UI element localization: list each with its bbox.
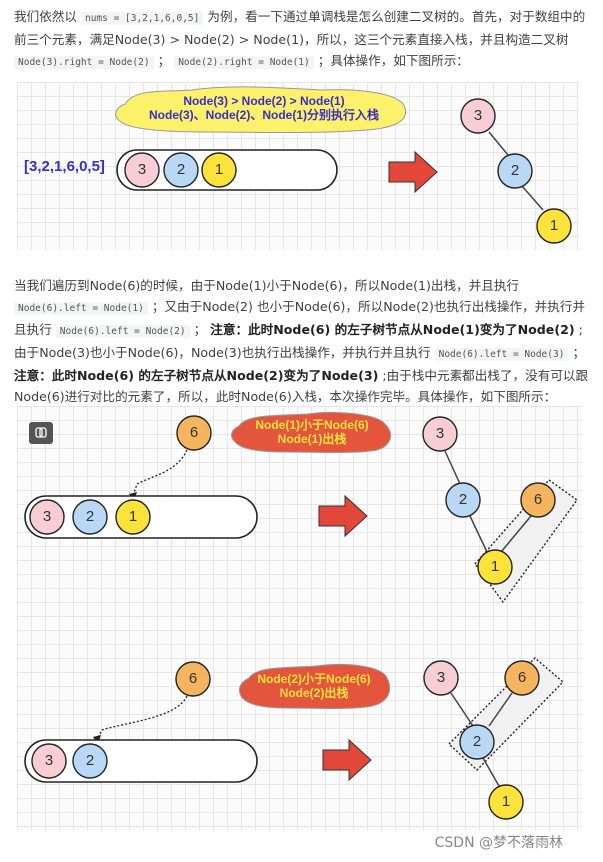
stack-label-1: 1 [214, 161, 224, 178]
bubble-1-shape [115, 86, 407, 133]
tree-label-1: 1 [549, 217, 559, 234]
tree3-label-2: 2 [472, 733, 482, 750]
stack2-node-2 [72, 499, 108, 535]
tree-node-2 [497, 153, 533, 189]
figure-1-drawing [115, 86, 572, 244]
red-arrow-1 [388, 150, 438, 194]
tree3-node-3 [423, 660, 459, 696]
tree2-label-2: 2 [458, 491, 468, 508]
para2-code-1: Node(6).left = Node(1) [14, 302, 148, 315]
para2-text-5: ； [572, 345, 586, 360]
bubble-2-shape [231, 412, 392, 453]
tree3-node-6 [504, 660, 540, 696]
tree3-node-1 [488, 784, 524, 820]
bubble-1-text: Node(3) > Node(2) > Node(1) Node(3)、Node… [119, 94, 409, 122]
tree2-label-1: 1 [490, 558, 500, 575]
para2-note-2: 注意：此时Node(6) 的左子树节点从Node(2)变为了Node(3) [14, 368, 379, 383]
dotted-arrow-3 [96, 695, 188, 740]
para2-code-3: Node(6).left = Node(3) [434, 348, 569, 361]
bubble-2-text: Node(1)小于Node(6) Node(1)出栈 [237, 418, 387, 446]
watermark: CSDN @梦不落雨林 [434, 835, 563, 851]
tree3-node-2 [459, 724, 495, 760]
para2-text-1: 当我们遍历到Node(6)的时候，由于Node(1)小于Node(6)，所以No… [14, 278, 520, 293]
tree-label-3: 3 [473, 107, 483, 124]
intro-text-3: ； [157, 53, 171, 68]
red-arrow-3 [322, 738, 372, 782]
intro-code-2: Node(2).right = Node(1) [174, 56, 314, 69]
figure-2-3: Node(1)小于Node(6) Node(1)出栈 6 3 2 1 3 2 6… [17, 406, 582, 830]
intro-paragraph: 我们依然以 nums = [3,2,1,6,0,5] 为例，看一下通过单调栈是怎… [14, 6, 589, 73]
stack2-node-1 [115, 499, 151, 535]
tree-node-3 [460, 98, 496, 134]
bubble-3-shape [238, 664, 391, 709]
incoming2-node-6 [175, 661, 211, 697]
intro-code-nums: nums = [3,2,1,6,0,5] [80, 12, 204, 25]
stack2-label-1: 1 [128, 508, 138, 525]
intro-text-1: 我们依然以 [14, 9, 77, 24]
bubble-2-line-2: Node(1)出栈 [277, 432, 347, 446]
bubble-3-line-1: Node(2)小于Node(6) [257, 672, 371, 686]
stack-node-3 [124, 152, 160, 188]
para2-note-1: 注意：此时Node(6) 的左子树节点从Node(1)变为了Node(2) [210, 322, 575, 337]
intro-text-2: 为例，看一下通过单调栈是怎么创建二叉树的。首先，对于数组中的前三个元素，满足No… [14, 9, 586, 47]
intro-text-4: ；具体操作，如下图所示： [317, 53, 469, 68]
array-label: [3,2,1,6,0,5] [24, 158, 105, 175]
tree3-label-3: 3 [436, 669, 446, 686]
incoming-node-6 [176, 415, 212, 451]
stack2-label-2: 2 [85, 508, 95, 525]
explanation-paragraph: 当我们遍历到Node(6)的时候，由于Node(1)小于Node(6)，所以No… [14, 275, 589, 407]
incoming-label-6: 6 [189, 424, 199, 441]
red-arrow-2 [318, 494, 368, 538]
incoming2-label-6: 6 [188, 670, 198, 687]
bubble-2-line-1: Node(1)小于Node(6) [255, 418, 369, 432]
para2-code-2: Node(6).left = Node(2) [55, 325, 190, 338]
stack3-label-3: 3 [44, 752, 54, 769]
tree-label-2: 2 [510, 162, 520, 179]
stack-node-1 [201, 152, 237, 188]
tree2-label-3: 3 [435, 425, 445, 442]
para2-text-3: ； [193, 322, 207, 337]
bubble-1-line-1: Node(3) > Node(2) > Node(1) [183, 94, 345, 108]
tree-node-1 [536, 208, 572, 244]
bubble-1-line-2: Node(3)、Node(2)、Node(1)分别执行入栈 [149, 108, 379, 122]
tree2-node-6 [520, 482, 556, 518]
para2-text-4: ;由于Node(3)也小于Node(6)，Node(3)也执行出栈操作，并执行并… [14, 322, 583, 360]
stack2-label-3: 3 [42, 508, 52, 525]
figure-1: [3,2,1,6,0,5] Node(3) > Node(2) > Node(1… [17, 82, 579, 250]
intro-code-1: Node(3).right = Node(2) [14, 56, 154, 69]
stack-node-2 [163, 152, 199, 188]
tree3-label-1: 1 [501, 793, 511, 810]
tree2-node-1 [477, 549, 513, 585]
stack3-label-2: 2 [85, 752, 95, 769]
bubble-3-line-2: Node(2)出栈 [279, 686, 349, 700]
stack3-node-3 [31, 743, 67, 779]
stack-label-3: 3 [137, 161, 147, 178]
tree2-label-6: 6 [533, 491, 543, 508]
tree2-node-2 [445, 482, 481, 518]
tree3-label-6: 6 [517, 669, 527, 686]
stack-label-2: 2 [176, 161, 186, 178]
bubble-3-text: Node(2)小于Node(6) Node(2)出栈 [239, 672, 389, 700]
tree2-node-3 [422, 416, 458, 452]
figure-2-3-drawing [24, 412, 578, 820]
copy-image-icon[interactable] [29, 422, 53, 444]
para2-text-2: ；又由于Node(2) 也小于Node(6)，所以Node(2)也执行出栈操作，… [14, 299, 586, 337]
stack3-node-2 [72, 743, 108, 779]
stack2-node-3 [29, 499, 65, 535]
dotted-arrow-2 [132, 449, 188, 497]
para2-text-6: ;由于栈中元素都出栈了，没有可以跟Node(6)进行对比的元素了，所以，此时No… [14, 368, 589, 404]
